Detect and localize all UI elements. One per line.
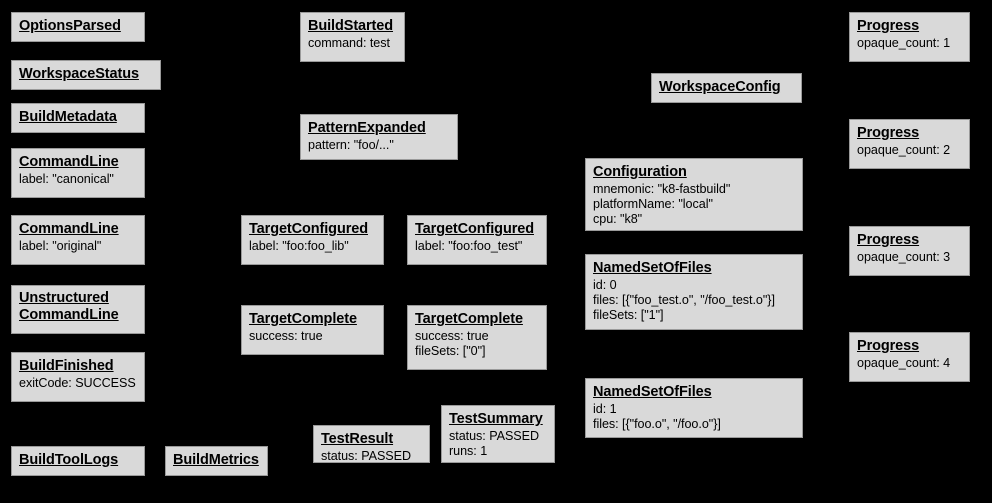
event-node-title: CommandLine	[19, 221, 119, 237]
event-node-title: Progress	[857, 232, 920, 248]
event-node-field: label: "foo:foo_lib"	[249, 239, 349, 253]
event-node-configuration[interactable]: Configuration mnemonic: "k8-fastbuild"pla…	[585, 158, 803, 231]
event-node-target-complete-lib[interactable]: TargetComplete success: true	[241, 305, 384, 355]
event-node-fields: opaque_count: 2	[857, 143, 962, 158]
event-node-field: opaque_count: 3	[857, 250, 951, 264]
event-node-title: CommandLine	[19, 154, 119, 170]
event-node-workspace-status[interactable]: WorkspaceStatus	[11, 60, 161, 90]
event-node-field: fileSets: ["1"]	[593, 308, 664, 322]
event-node-fields: exitCode: SUCCESS	[19, 376, 137, 391]
event-node-title: BuildMetadata	[19, 109, 117, 125]
event-node-unstructured-command-line[interactable]: Unstructured CommandLine	[11, 285, 145, 334]
event-node-title: WorkspaceStatus	[19, 66, 139, 82]
event-node-title: NamedSetOfFiles	[593, 384, 712, 400]
event-node-title: BuildStarted	[308, 18, 394, 34]
event-node-fields: label: "foo:foo_test"	[415, 239, 539, 254]
event-node-field: opaque_count: 4	[857, 356, 951, 370]
event-node-test-result[interactable]: TestResult status: PASSED	[313, 425, 430, 463]
event-node-command-line-canonical[interactable]: CommandLine label: "canonical"	[11, 148, 145, 198]
event-node-command-line-original[interactable]: CommandLine label: "original"	[11, 215, 145, 265]
event-node-field: mnemonic: "k8-fastbuild"	[593, 182, 731, 196]
event-node-title: NamedSetOfFiles	[593, 260, 712, 276]
event-node-fields: opaque_count: 3	[857, 250, 962, 265]
event-node-field: exitCode: SUCCESS	[19, 376, 136, 390]
event-node-workspace-config[interactable]: WorkspaceConfig	[651, 73, 802, 103]
event-node-field: success: true	[249, 329, 323, 343]
event-node-field: label: "original"	[19, 239, 102, 253]
event-node-field: id: 0	[593, 278, 617, 292]
event-node-title: BuildToolLogs	[19, 452, 119, 468]
event-node-field: command: test	[308, 36, 390, 50]
event-node-fields: success: true	[249, 329, 376, 344]
event-node-title: TargetConfigured	[249, 221, 368, 237]
event-node-build-tool-logs[interactable]: BuildToolLogs	[11, 446, 145, 476]
event-node-build-finished[interactable]: BuildFinished exitCode: SUCCESS	[11, 352, 145, 402]
event-node-pattern-expanded[interactable]: PatternExpanded pattern: "foo/..."	[300, 114, 458, 160]
event-node-title: BuildFinished	[19, 358, 114, 374]
event-node-title: OptionsParsed	[19, 18, 121, 34]
event-node-progress-2[interactable]: Progress opaque_count: 2	[849, 119, 970, 169]
event-node-field: pattern: "foo/..."	[308, 138, 394, 152]
event-node-progress-3[interactable]: Progress opaque_count: 3	[849, 226, 970, 276]
event-node-title: Progress	[857, 338, 920, 354]
event-node-title: TestSummary	[449, 411, 543, 427]
event-node-title: WorkspaceConfig	[659, 79, 781, 95]
event-node-title: TargetConfigured	[415, 221, 534, 237]
event-node-build-metadata[interactable]: BuildMetadata	[11, 103, 145, 133]
event-node-field: label: "foo:foo_test"	[415, 239, 523, 253]
event-node-field: opaque_count: 2	[857, 143, 951, 157]
event-node-target-configured-foo-lib[interactable]: TargetConfigured label: "foo:foo_lib"	[241, 215, 384, 265]
event-node-fields: command: test	[308, 36, 397, 51]
event-node-build-metrics[interactable]: BuildMetrics	[165, 446, 268, 476]
event-node-build-started[interactable]: BuildStarted command: test	[300, 12, 405, 62]
event-node-progress-4[interactable]: Progress opaque_count: 4	[849, 332, 970, 382]
event-node-field: runs: 1	[449, 444, 488, 458]
event-node-fields: label: "original"	[19, 239, 137, 254]
event-node-title: Configuration	[593, 164, 687, 180]
event-node-title: TargetComplete	[249, 311, 357, 327]
event-node-progress-1[interactable]: Progress opaque_count: 1	[849, 12, 970, 62]
event-node-field: opaque_count: 1	[857, 36, 951, 50]
event-node-field: cpu: "k8"	[593, 212, 643, 226]
event-node-field: label: "canonical"	[19, 172, 114, 186]
event-node-title: BuildMetrics	[173, 452, 259, 468]
event-node-title: Unstructured CommandLine	[19, 290, 119, 323]
event-node-options-parsed[interactable]: OptionsParsed	[11, 12, 145, 42]
event-node-field: id: 1	[593, 402, 617, 416]
event-node-title: TargetComplete	[415, 311, 523, 327]
event-node-field: files: [{"foo_test.o", "/foo_test.o"}]	[593, 293, 775, 307]
event-node-title: Progress	[857, 18, 920, 34]
event-node-fields: mnemonic: "k8-fastbuild"platformName: "l…	[593, 182, 795, 227]
event-node-field: status: PASSED	[321, 449, 412, 463]
event-node-field: fileSets: ["0"]	[415, 344, 486, 358]
event-node-fields: opaque_count: 1	[857, 36, 962, 51]
event-node-title: Progress	[857, 125, 920, 141]
event-node-fields: pattern: "foo/..."	[308, 138, 450, 153]
event-node-fields: label: "foo:foo_lib"	[249, 239, 376, 254]
event-node-fields: label: "canonical"	[19, 172, 137, 187]
event-node-title: PatternExpanded	[308, 120, 426, 136]
event-node-field: platformName: "local"	[593, 197, 713, 211]
event-node-fields: status: PASSED	[321, 449, 422, 464]
event-node-field: status: PASSED	[449, 429, 540, 443]
event-node-field: success: true	[415, 329, 489, 343]
event-node-field: files: [{"foo.o", "/foo.o"}]	[593, 417, 721, 431]
event-node-title: TestResult	[321, 431, 394, 447]
event-node-target-configured-foo-test[interactable]: TargetConfigured label: "foo:foo_test"	[407, 215, 547, 265]
event-node-fields: opaque_count: 4	[857, 356, 962, 371]
